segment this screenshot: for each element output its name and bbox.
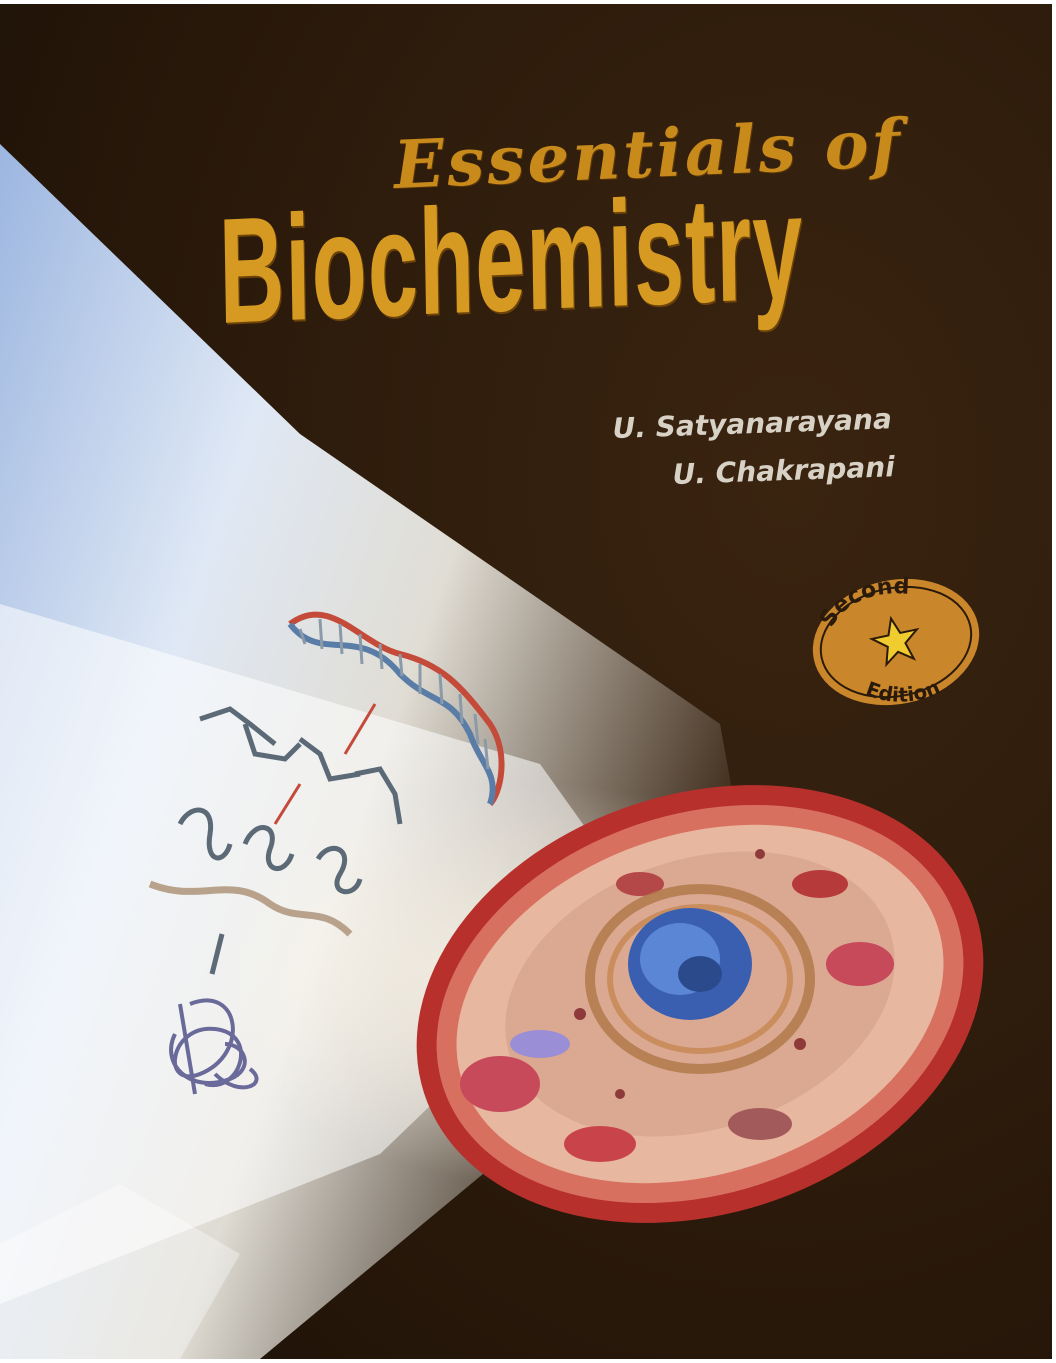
dna-double-helix-icon (287, 611, 505, 807)
molecule-icon (169, 998, 259, 1095)
edition-seal: Second Edition (808, 574, 984, 708)
animal-cell-icon (416, 785, 984, 1223)
biochemistry-illustration (148, 611, 984, 1223)
book-cover: Essentials of Biochemistry U. Satyanaray… (0, 4, 1052, 1359)
star-icon (868, 615, 920, 668)
protein-chain-icon (148, 706, 403, 975)
book-title-line2: Biochemistry (217, 161, 805, 355)
